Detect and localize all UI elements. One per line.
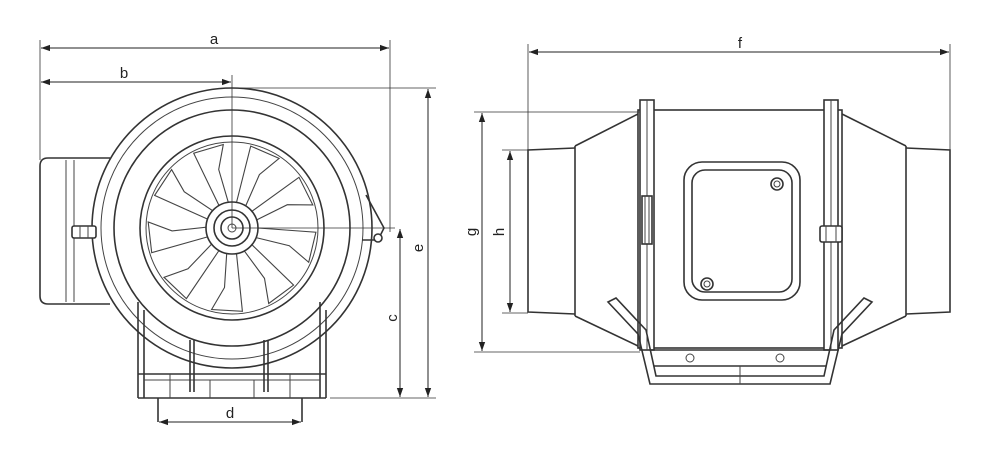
label-e: e [410, 244, 427, 252]
left-clamp [71, 225, 97, 239]
dimension-c: c [384, 229, 404, 397]
impeller-blade [192, 143, 229, 207]
side-left-clamp [639, 99, 655, 351]
label-f: f [738, 35, 743, 52]
label-d: d [226, 405, 234, 422]
dimension-b: b [41, 65, 231, 86]
impeller-blade [147, 221, 209, 254]
dimension-h: h [491, 149, 528, 314]
side-right-clamp [819, 99, 843, 351]
label-b: b [120, 65, 128, 82]
impeller-blade [251, 176, 314, 221]
label-a: a [210, 31, 219, 48]
left-spigot [527, 147, 576, 315]
impeller-blades [147, 143, 317, 312]
dimension-a: a [39, 31, 391, 232]
label-c: c [384, 314, 401, 322]
right-spigot [905, 147, 951, 315]
front-mounting-bracket [137, 302, 327, 422]
dimension-g: g [463, 111, 640, 353]
right-clamp [362, 194, 385, 243]
side-mounting-bracket [606, 297, 874, 385]
label-h: h [491, 228, 508, 236]
terminal-box [683, 161, 801, 301]
dimension-e: e [410, 89, 432, 397]
front-view [39, 75, 395, 422]
side-view [527, 99, 951, 385]
dimension-f: f [527, 35, 951, 150]
dimension-d: d [159, 405, 301, 426]
label-g: g [463, 228, 480, 236]
motor-housing [39, 157, 110, 305]
impeller-blade [210, 252, 244, 312]
fan-body [637, 109, 843, 349]
